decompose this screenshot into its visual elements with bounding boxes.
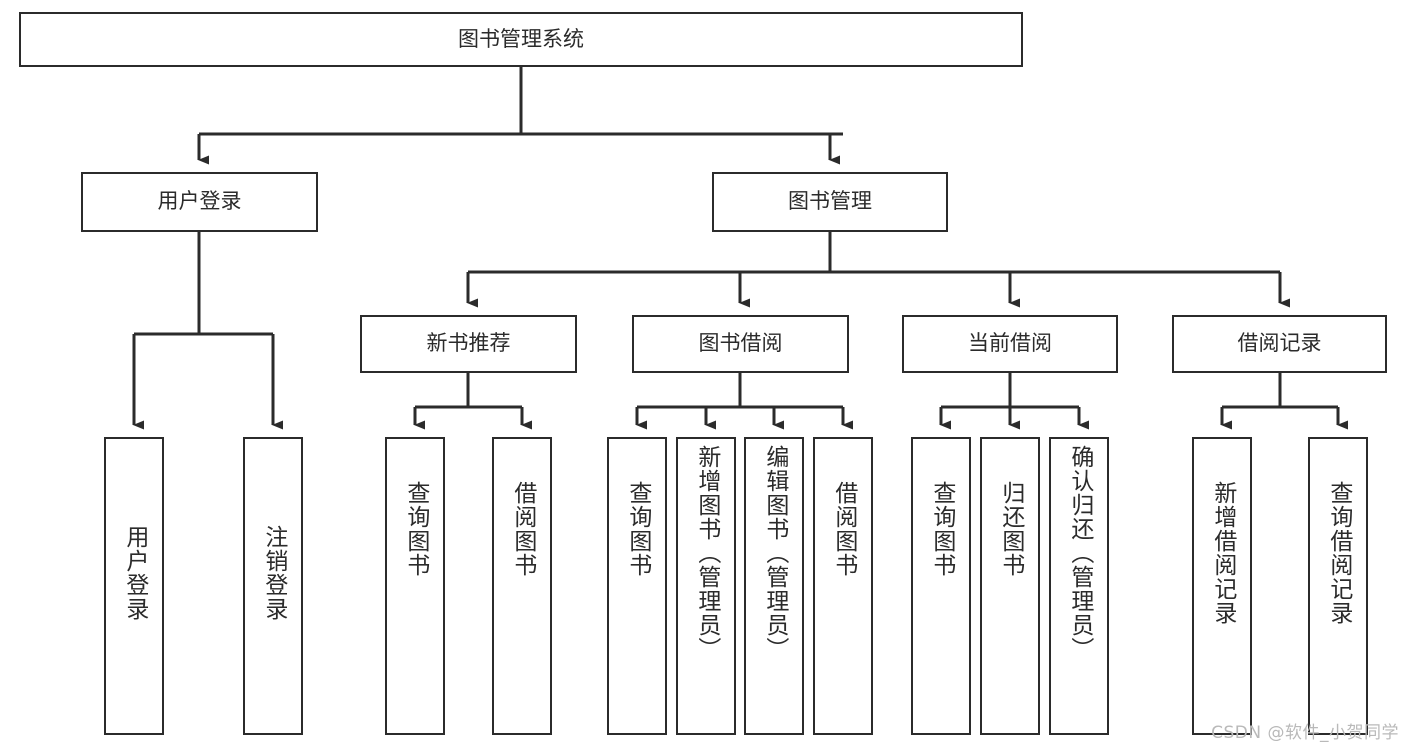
leaf-query-book-3[interactable]: 查询图书 [911, 437, 971, 735]
node-book-manage[interactable]: 图书管理 [712, 172, 948, 232]
leaf-add-record[interactable]: 新增借阅记录 [1192, 437, 1252, 735]
node-current-borrow-label: 当前借阅 [968, 331, 1052, 356]
leaf-borrow-book-1-label: 借阅图书 [509, 481, 536, 577]
leaf-edit-book-label: 编辑图书（管理员） [761, 445, 788, 661]
leaf-borrow-book-1[interactable]: 借阅图书 [492, 437, 552, 735]
leaf-query-record-label: 查询借阅记录 [1325, 481, 1352, 625]
node-new-book-recommend-label: 新书推荐 [426, 331, 511, 356]
leaf-confirm-return[interactable]: 确认归还（管理员） [1049, 437, 1109, 735]
leaf-logout-label: 注销登录 [260, 525, 287, 621]
leaf-borrow-book-2[interactable]: 借阅图书 [813, 437, 873, 735]
leaf-return-book[interactable]: 归还图书 [980, 437, 1040, 735]
node-user-login[interactable]: 用户登录 [81, 172, 318, 232]
leaf-user-login[interactable]: 用户登录 [104, 437, 164, 735]
leaf-add-record-label: 新增借阅记录 [1209, 481, 1236, 625]
leaf-confirm-return-label: 确认归还（管理员） [1066, 445, 1093, 661]
leaf-borrow-book-2-label: 借阅图书 [830, 481, 857, 577]
node-book-borrow-label: 图书借阅 [698, 331, 783, 356]
leaf-add-book[interactable]: 新增图书（管理员） [676, 437, 736, 735]
node-new-book-recommend[interactable]: 新书推荐 [360, 315, 577, 373]
node-user-login-label: 用户登录 [157, 189, 242, 214]
leaf-edit-book[interactable]: 编辑图书（管理员） [744, 437, 804, 735]
leaf-query-book-1-label: 查询图书 [402, 481, 429, 577]
leaf-return-book-label: 归还图书 [997, 481, 1024, 577]
leaf-logout[interactable]: 注销登录 [243, 437, 303, 735]
leaf-query-book-2-label: 查询图书 [624, 481, 651, 577]
leaf-user-login-label: 用户登录 [121, 525, 148, 621]
node-current-borrow[interactable]: 当前借阅 [902, 315, 1118, 373]
node-borrow-record-label: 借阅记录 [1237, 331, 1322, 356]
node-book-manage-label: 图书管理 [788, 189, 872, 214]
leaf-query-book-3-label: 查询图书 [928, 481, 955, 577]
node-root-label: 图书管理系统 [458, 26, 584, 51]
node-borrow-record[interactable]: 借阅记录 [1172, 315, 1387, 373]
watermark: CSDN @软件_小贺同学 [1211, 723, 1399, 743]
node-root[interactable]: 图书管理系统 [19, 12, 1023, 67]
node-book-borrow[interactable]: 图书借阅 [632, 315, 849, 373]
leaf-query-record[interactable]: 查询借阅记录 [1308, 437, 1368, 735]
leaf-query-book-2[interactable]: 查询图书 [607, 437, 667, 735]
leaf-query-book-1[interactable]: 查询图书 [385, 437, 445, 735]
leaf-add-book-label: 新增图书（管理员） [693, 445, 720, 661]
